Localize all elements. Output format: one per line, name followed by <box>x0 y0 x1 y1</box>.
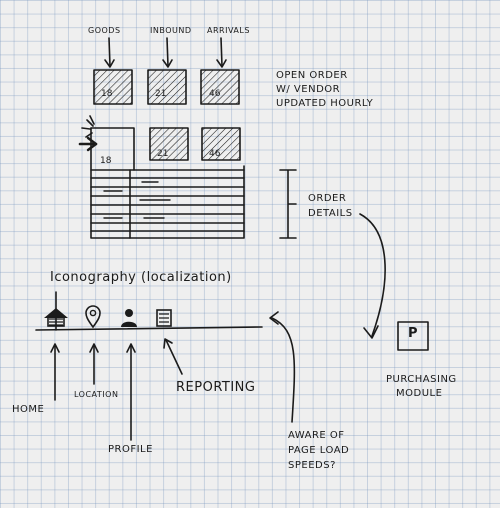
mockup-value-1: 18 <box>100 156 112 166</box>
screen-mockup <box>78 115 245 239</box>
label-home: Home <box>12 404 45 415</box>
order-details-line1: Order <box>308 193 347 204</box>
label-profile: Profile <box>108 444 153 455</box>
card-value-2: 21 <box>155 89 167 99</box>
profile-icon <box>121 309 137 327</box>
page-load-line1: Aware of <box>288 430 345 441</box>
note-open-order-line1: Open order <box>276 70 348 81</box>
location-pin-icon <box>85 305 101 329</box>
label-goods: Goods <box>88 26 121 35</box>
kpi-cards-top <box>93 69 240 105</box>
mockup-value-3: 46 <box>209 149 221 159</box>
order-details-line2: details <box>308 208 353 219</box>
purchasing-label-line2: Module <box>396 388 443 399</box>
label-location: Location <box>74 390 119 399</box>
purchasing-label-line1: Purchasing <box>386 374 457 385</box>
order-details-bracket <box>279 169 386 339</box>
icon-label-arrows <box>50 338 183 441</box>
note-open-order-line2: w/ vendor <box>276 84 341 95</box>
label-arrivals: Arrivals <box>207 26 250 35</box>
iconography-title: Iconography (localization) <box>50 270 232 285</box>
card-value-3: 46 <box>209 89 221 99</box>
label-reporting: Reporting <box>176 380 256 395</box>
page-load-line3: speeds? <box>288 460 336 471</box>
page-load-arrow <box>269 311 296 423</box>
reporting-icon <box>156 309 172 327</box>
purchasing-module-box <box>397 321 429 351</box>
mockup-value-2: 21 <box>157 149 169 159</box>
page-load-line2: page load <box>288 445 350 456</box>
top-arrows <box>104 37 227 68</box>
home-icon <box>44 308 68 327</box>
card-value-1: 18 <box>101 89 113 99</box>
purchasing-icon-letter: P <box>408 326 418 341</box>
note-open-order-line3: updated hourly <box>276 98 374 109</box>
label-inbound: Inbound <box>150 26 192 35</box>
